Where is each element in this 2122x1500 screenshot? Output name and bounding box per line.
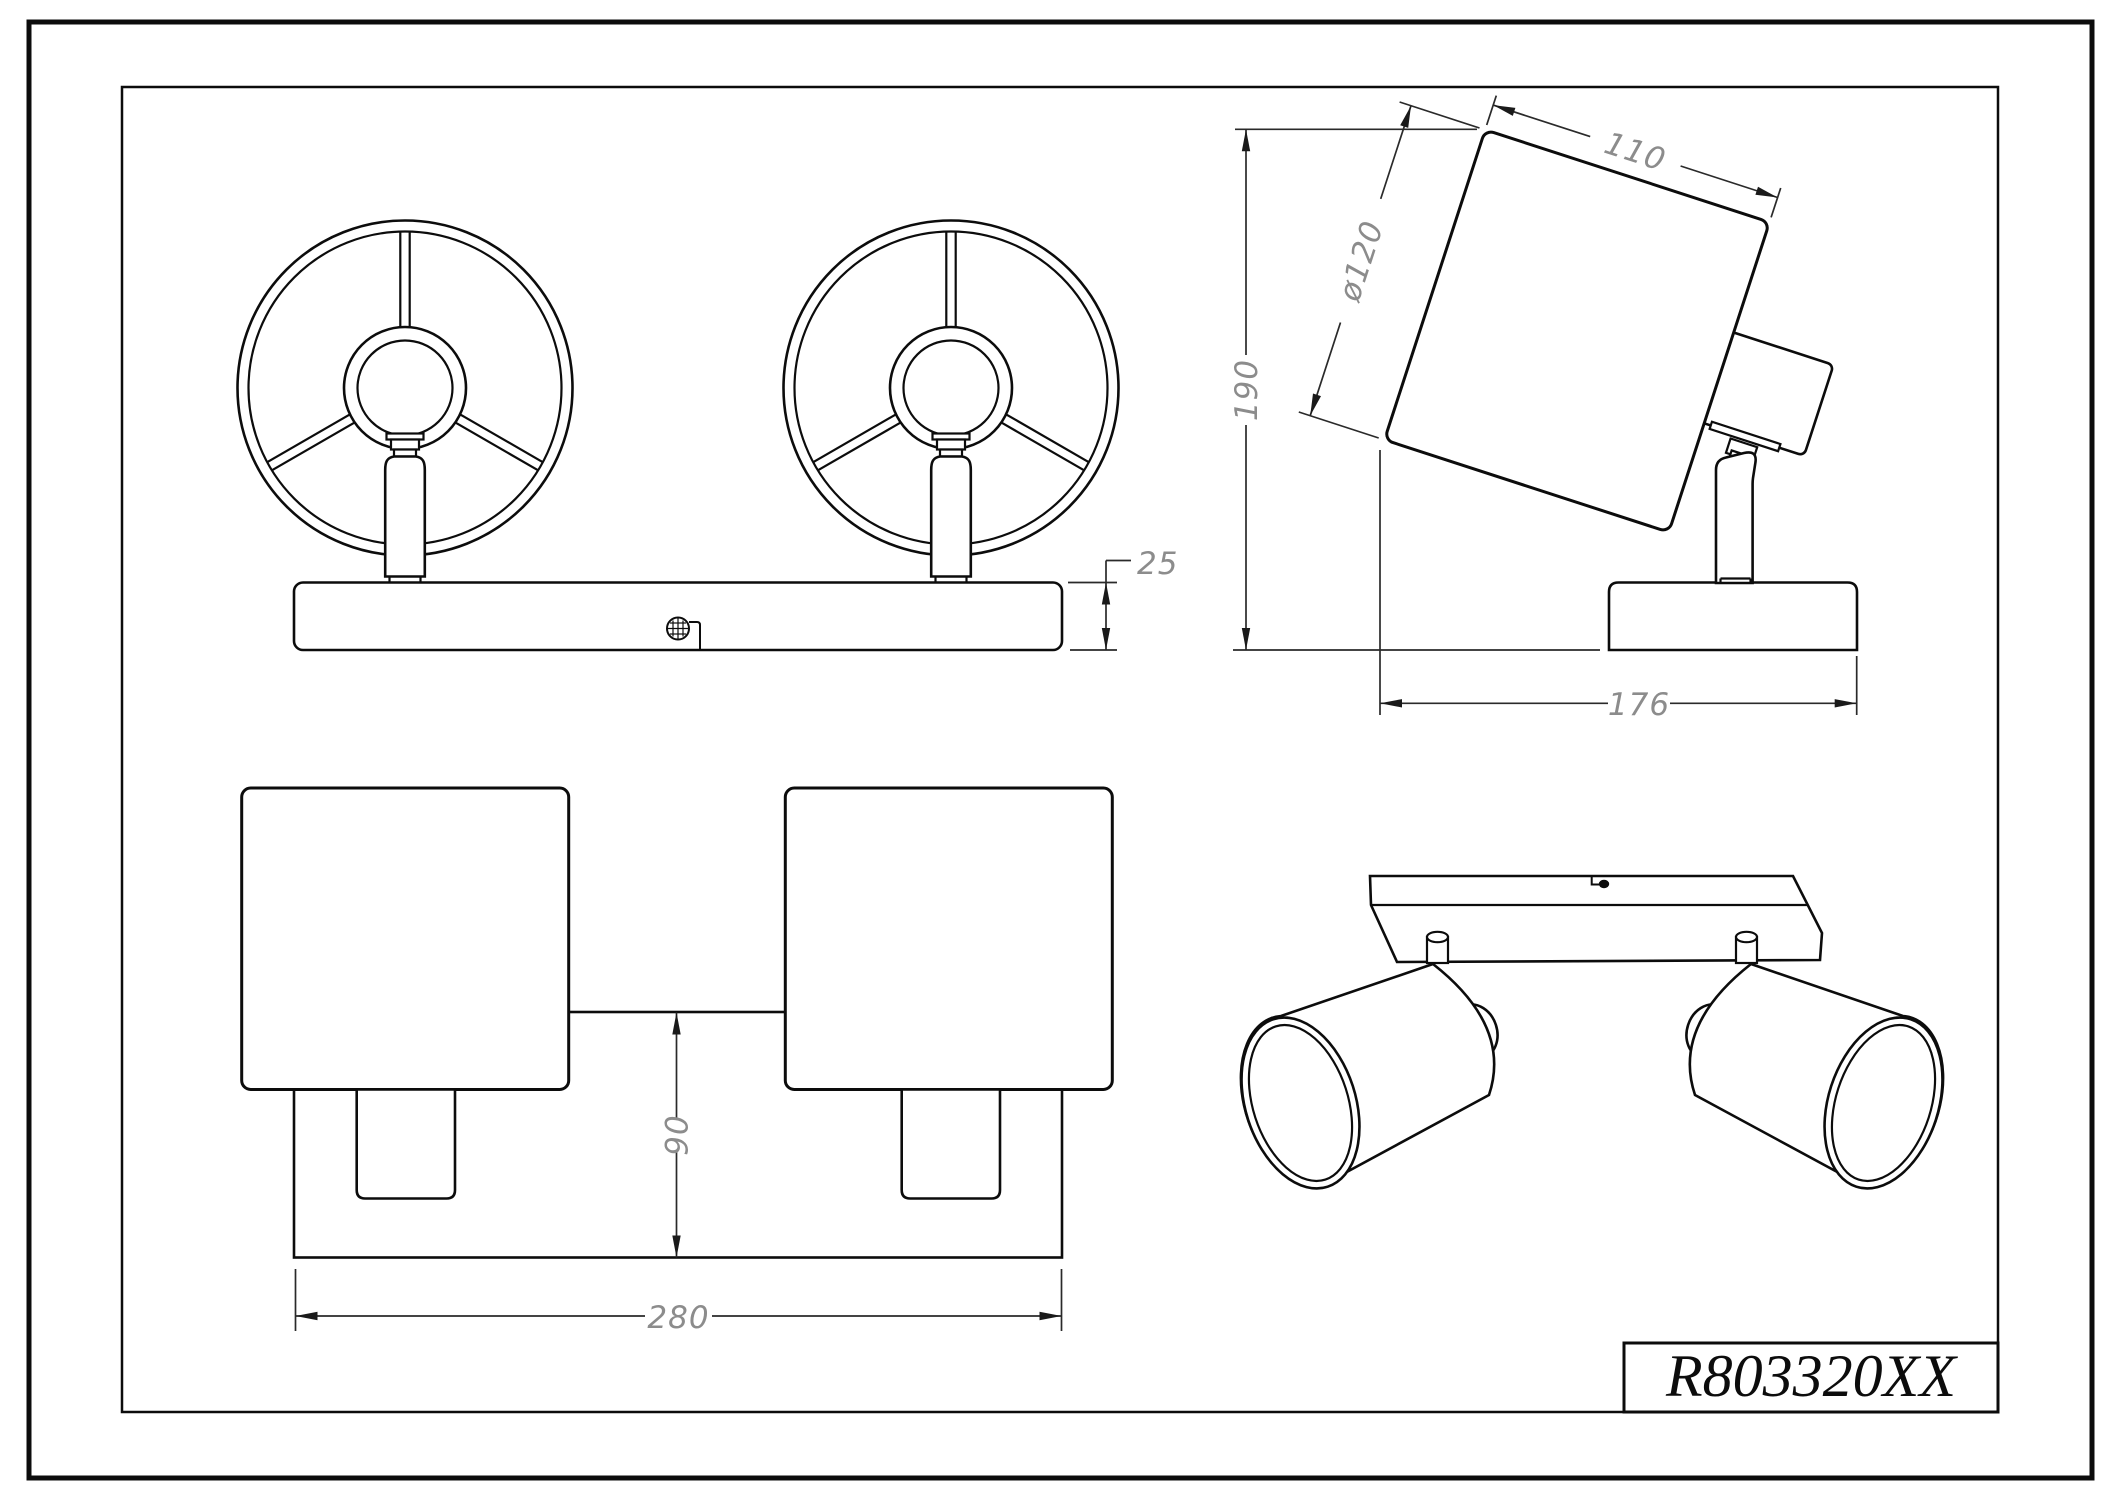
side-collar [1708, 420, 1782, 453]
bottom-view: 90 280 [240, 786, 1114, 1336]
side-base [1607, 581, 1859, 652]
dim-label-176: 176 [1608, 687, 1670, 723]
front-shade-right [782, 219, 1120, 557]
title-box: R803320XX [1622, 1341, 2000, 1414]
dim-label-280: 280 [647, 1300, 709, 1336]
dim-label-190: 190 [1229, 359, 1265, 421]
front-view: 25 [236, 219, 1178, 652]
persp-spot-left [1239, 930, 1499, 1190]
persp-screw [1590, 876, 1610, 889]
side-shade [1385, 130, 1769, 532]
bottom-stem-left [355, 1088, 457, 1200]
persp-spot-right [1685, 930, 1945, 1190]
side-stem [1714, 451, 1757, 585]
dim-label-90: 90 [659, 1114, 695, 1155]
dimension-25: 25 [1068, 546, 1178, 651]
front-stem-right [929, 432, 973, 583]
inner-border [120, 85, 2000, 1414]
bottom-shade-right [783, 786, 1114, 1091]
dimension-190: 190 [1229, 128, 1600, 651]
dimension-280: 280 [294, 1269, 1063, 1336]
product-code: R803320XX [1665, 1343, 1958, 1409]
front-shade-left [236, 219, 574, 557]
bottom-stem-right [900, 1088, 1002, 1200]
bottom-shade-left [240, 786, 571, 1091]
dim-label-120: ø120 [1331, 216, 1391, 306]
front-screw [666, 616, 701, 650]
side-view: 190 ø120 110 [1229, 95, 1859, 723]
outer-border [26, 19, 2095, 1481]
front-stem-left [383, 432, 427, 583]
side-shade-group [1385, 130, 1834, 532]
dim-label-25: 25 [1137, 546, 1178, 582]
front-base [292, 581, 1064, 652]
dimension-176: 176 [1379, 450, 1858, 723]
perspective-view [1239, 874, 1945, 1190]
dimension-90: 90 [659, 1012, 695, 1258]
